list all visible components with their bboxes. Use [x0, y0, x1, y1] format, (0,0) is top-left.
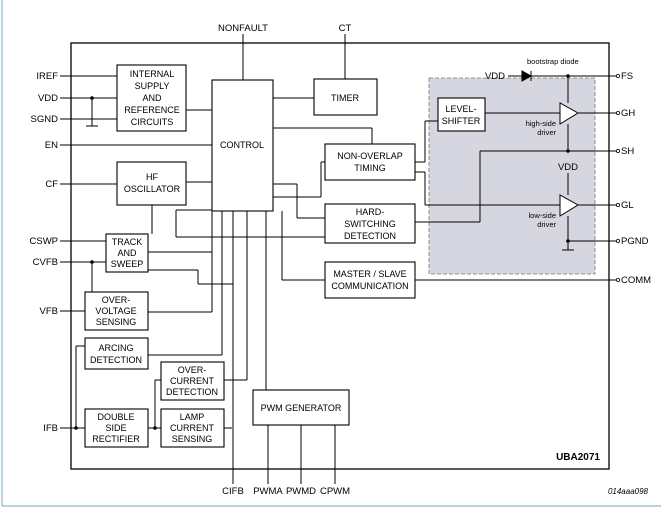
- lamp-label-2: CURRENT: [170, 423, 215, 433]
- track-label-1: TRACK: [112, 237, 143, 247]
- overcurrent-label-1: OVER-: [178, 365, 207, 375]
- supply-label-1: INTERNAL: [130, 69, 175, 79]
- pin-pwma: PWMA: [253, 486, 283, 497]
- pin-sgnd: SGND: [31, 114, 59, 125]
- low-side-label-1: low-side: [528, 211, 556, 220]
- hf-oscillator-block: [116, 161, 187, 206]
- bootstrap-diode-label: bootstrap diode: [527, 57, 579, 66]
- supply-block: [116, 64, 187, 132]
- track-label-3: SWEEP: [111, 259, 144, 269]
- junction-dots: [74, 74, 570, 430]
- pin-cswp: CSWP: [30, 236, 59, 247]
- pin-cifb: CIFB: [222, 486, 244, 497]
- pin-vfb: VFB: [40, 306, 58, 317]
- supply-label-2: SUPPLY: [135, 81, 170, 91]
- nonoverlap-label-1: NON-OVERLAP: [337, 151, 403, 161]
- rectifier-label-2: SIDE: [105, 423, 126, 433]
- pin-gh: GH: [621, 108, 635, 119]
- pwm-generator-block: [252, 389, 350, 426]
- arcing-block: [84, 337, 149, 370]
- timer-label: TIMER: [331, 93, 359, 103]
- pin-ct: CT: [339, 23, 352, 34]
- supply-label-4: REFERENCE: [124, 105, 180, 115]
- pin-ifb: IFB: [43, 423, 58, 434]
- track-sweep-block: [105, 233, 149, 273]
- hf-osc-label-2: OSCILLATOR: [124, 184, 181, 194]
- high-side-label-2: driver: [537, 128, 556, 137]
- rectifier-block: [84, 408, 149, 448]
- level-shifter-label-1: LEVEL-: [445, 104, 476, 114]
- pin-fs: FS: [621, 71, 633, 82]
- timer-block: [313, 78, 378, 116]
- overvoltage-label-2: VOLTAGE: [95, 306, 136, 316]
- pin-pwmd: PWMD: [286, 486, 316, 497]
- lamp-label-1: LAMP: [180, 412, 205, 422]
- pin-cf: CF: [45, 179, 58, 190]
- control-block: [211, 79, 274, 212]
- overcurrent-label-3: DETECTION: [166, 387, 218, 397]
- lamp-current-block: [160, 408, 225, 448]
- overcurrent-label-2: CURRENT: [170, 376, 215, 386]
- pin-nonfault: NONFAULT: [218, 23, 268, 34]
- level-shifter-label-2: SHIFTER: [442, 116, 481, 126]
- pwm-generator-label: PWM GENERATOR: [261, 403, 342, 413]
- master-slave-label-1: MASTER / SLAVE: [333, 269, 406, 279]
- overvoltage-label-1: OVER-: [102, 295, 131, 305]
- vdd-low-side-label: VDD: [558, 162, 578, 173]
- overvoltage-label-3: SENSING: [96, 317, 137, 327]
- lamp-label-3: SENSING: [172, 434, 213, 444]
- hardswitch-label-3: DETECTION: [344, 231, 396, 241]
- hf-osc-label-1: HF: [146, 172, 158, 182]
- supply-label-3: AND: [142, 93, 162, 103]
- master-slave-label-2: COMMUNICATION: [331, 281, 408, 291]
- pin-cvfb: CVFB: [33, 257, 58, 268]
- figure-reference: 014aaa098: [608, 487, 649, 496]
- bootstrap-diode-symbol: [521, 70, 533, 82]
- hardswitch-label-1: HARD-: [356, 207, 385, 217]
- pin-en: EN: [45, 140, 58, 151]
- overvoltage-block: [84, 291, 149, 331]
- control-label: CONTROL: [220, 140, 264, 150]
- nonoverlap-block: [324, 143, 416, 181]
- pin-iref: IREF: [36, 71, 58, 82]
- vdd-high-side-label: VDD: [485, 71, 505, 82]
- hardswitch-block: [324, 203, 416, 244]
- arcing-label-2: DETECTION: [90, 355, 142, 365]
- low-side-label-2: driver: [537, 220, 556, 229]
- track-label-2: AND: [117, 248, 137, 258]
- pin-sh: SH: [621, 146, 634, 157]
- high-side-driver-symbol: [559, 102, 579, 125]
- master-slave-block: [324, 261, 416, 299]
- chip-outline: [70, 42, 610, 470]
- nonoverlap-label-2: TIMING: [354, 163, 386, 173]
- high-side-label-1: high-side: [526, 119, 556, 128]
- level-shifter-block: [437, 97, 486, 132]
- arcing-label-1: ARCING: [98, 343, 133, 353]
- pin-gl: GL: [621, 200, 634, 211]
- pin-pgnd: PGND: [621, 236, 649, 247]
- rectifier-label-3: RECTIFIER: [92, 434, 140, 444]
- hardswitch-label-2: SWITCHING: [344, 219, 396, 229]
- overcurrent-block: [160, 361, 225, 401]
- pin-terminals: [616, 74, 621, 282]
- low-side-driver-symbol: [559, 194, 579, 217]
- pin-vdd: VDD: [38, 93, 58, 104]
- wiring: [60, 34, 618, 484]
- rectifier-label-1: DOUBLE: [97, 412, 134, 422]
- pin-comm: COMM: [621, 275, 651, 286]
- supply-label-5: CIRCUITS: [131, 117, 174, 127]
- pin-cpwm: CPWM: [320, 486, 350, 497]
- chip-name: UBA2071: [556, 452, 600, 463]
